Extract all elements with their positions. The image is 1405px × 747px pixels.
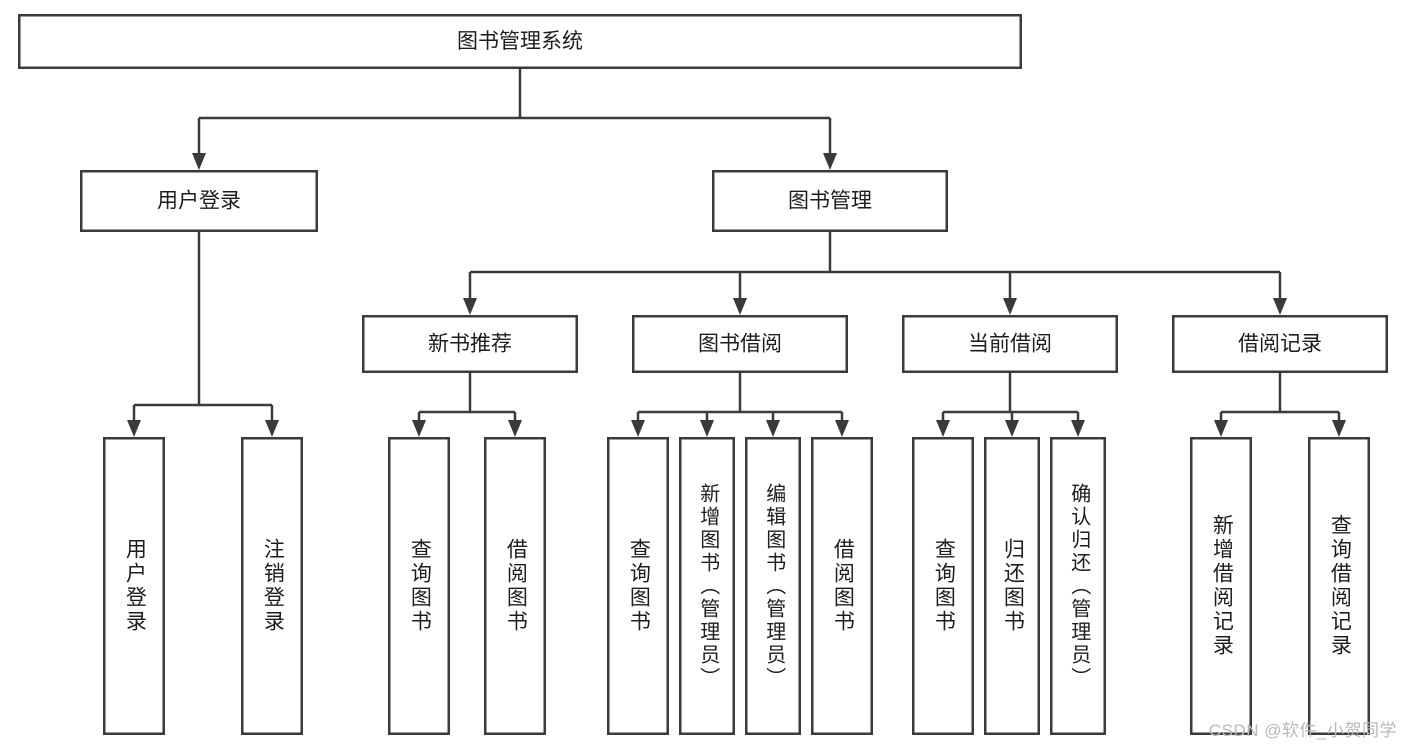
node-leaf-11[interactable] [1190, 437, 1252, 735]
arrow-icon-level3-2 [1003, 298, 1017, 315]
arrow-icon-leaf-7 [835, 420, 849, 437]
arrow-icon-leaf-10 [1071, 420, 1085, 437]
arrow-icon-leaf-4 [631, 420, 645, 437]
node-level2-0[interactable] [80, 170, 318, 232]
node-leaf-0[interactable] [103, 437, 165, 735]
node-level3-label-2: 当前借阅 [968, 333, 1052, 356]
node-level3-2[interactable] [902, 315, 1118, 373]
node-leaf-3[interactable] [484, 437, 546, 735]
arrow-icon-leaf-3 [508, 420, 522, 437]
arrow-icon-leaf-12 [1332, 420, 1346, 437]
arrow-icon-level3-1 [733, 298, 747, 315]
watermark-text: CSDN @软件_小贺同学 [1208, 721, 1397, 740]
arrow-icon-level2-0 [192, 153, 206, 170]
arrow-icon-level3-0 [463, 298, 477, 315]
arrow-icon-leaf-8 [936, 420, 950, 437]
node-level3-label-0: 新书推荐 [428, 333, 512, 356]
node-level2-label-0: 用户登录 [157, 190, 241, 213]
arrow-icon-leaf-5 [700, 420, 714, 437]
arrow-icon-leaf-6 [766, 420, 780, 437]
node-leaf-5[interactable] [679, 437, 735, 735]
arrow-icon-leaf-11 [1214, 420, 1228, 437]
arrow-icon-leaf-2 [412, 420, 426, 437]
node-leaf-1[interactable] [241, 437, 303, 735]
connectors-layer [127, 69, 1346, 437]
node-level3-1[interactable] [632, 315, 848, 373]
node-level2-label-1: 图书管理 [788, 190, 872, 213]
node-leaf-12[interactable] [1308, 437, 1370, 735]
node-boxes-layer [18, 14, 1388, 735]
arrow-icon-leaf-1 [265, 420, 279, 437]
node-leaf-9[interactable] [984, 437, 1040, 735]
node-leaf-6[interactable] [745, 437, 801, 735]
node-leaf-7[interactable] [811, 437, 873, 735]
node-leaf-4[interactable] [607, 437, 669, 735]
node-level3-label-3: 借阅记录 [1238, 333, 1322, 356]
node-root-label: 图书管理系统 [457, 30, 583, 53]
node-level2-1[interactable] [712, 170, 948, 232]
node-level3-3[interactable] [1172, 315, 1388, 373]
node-leaf-8[interactable] [912, 437, 974, 735]
node-level3-0[interactable] [362, 315, 578, 373]
arrow-icon-level3-3 [1273, 298, 1287, 315]
node-root[interactable] [18, 14, 1022, 69]
arrow-icon-level2-1 [823, 153, 837, 170]
node-level3-label-1: 图书借阅 [698, 333, 782, 356]
node-leaf-10[interactable] [1050, 437, 1106, 735]
arrow-icon-leaf-0 [127, 420, 141, 437]
arrow-icon-leaf-9 [1005, 420, 1019, 437]
node-leaf-2[interactable] [388, 437, 450, 735]
